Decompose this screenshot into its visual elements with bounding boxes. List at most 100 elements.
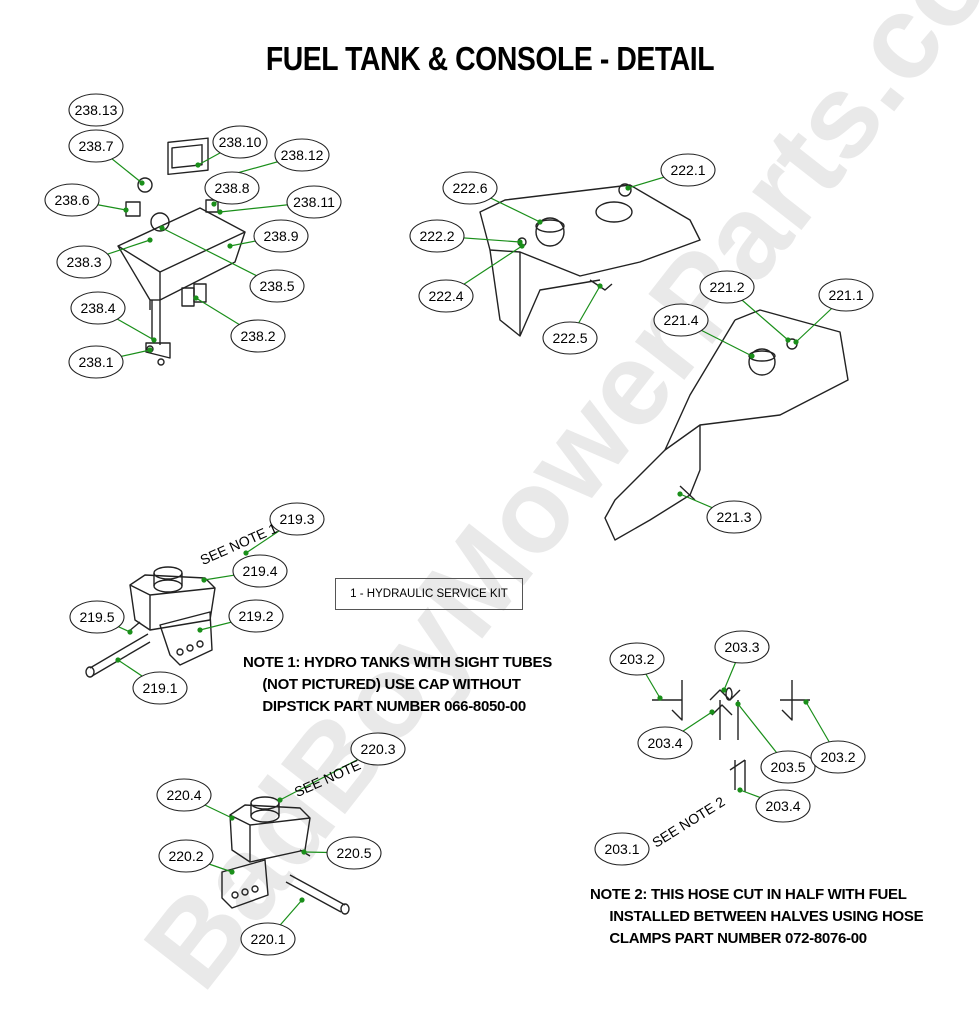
callout-238.11: 238.11 (286, 185, 342, 219)
callout-bubble (326, 836, 382, 870)
callout-220.2: 220.2 (158, 839, 214, 873)
callout-bubble (228, 599, 284, 633)
callout-label: 220.3 (360, 741, 395, 757)
callout-label: 238.7 (78, 138, 113, 154)
callout-bubble (156, 778, 212, 812)
callout-label: 222.6 (452, 180, 487, 196)
leader-arrowhead (735, 701, 741, 707)
callout-bubble (609, 642, 665, 676)
callout-238.9: 238.9 (253, 219, 309, 253)
callout-label: 203.5 (770, 759, 805, 775)
leader-arrowhead (193, 295, 199, 301)
leader-arrowhead (123, 207, 129, 213)
callout-bubble (418, 279, 474, 313)
callout-bubble (286, 185, 342, 219)
callout-label: 203.3 (724, 639, 759, 655)
callout-221.1: 221.1 (818, 278, 874, 312)
callout-label: 238.11 (293, 194, 335, 210)
leader-arrowhead (159, 225, 165, 231)
callout-bubble (755, 789, 811, 823)
callout-203.4: 203.4 (755, 789, 811, 823)
callout-219.2: 219.2 (228, 599, 284, 633)
callout-220.1: 220.1 (240, 922, 296, 956)
callout-layer: 238.13 238.7 238.10 238.12 238.6 238.8 238.11 2… (44, 93, 874, 956)
callout-203.4: 203.4 (637, 726, 693, 760)
callout-bubble (542, 321, 598, 355)
callout-label: 238.13 (75, 102, 118, 118)
hydro-tank-219 (85, 566, 216, 678)
callout-label: 222.1 (670, 162, 705, 178)
callout-label: 220.5 (336, 845, 371, 861)
leader-arrowhead (147, 237, 153, 243)
callout-238.2: 238.2 (230, 319, 286, 353)
callout-238.13: 238.13 (68, 93, 124, 127)
callout-label: 238.10 (219, 134, 262, 150)
leader-arrowhead (195, 162, 201, 168)
leader-arrowhead (115, 657, 121, 663)
callout-bubble (68, 93, 124, 127)
leader-arrowhead (151, 337, 157, 343)
leader-arrowhead (211, 201, 217, 207)
callout-238.6: 238.6 (44, 183, 100, 217)
leader-arrowhead (749, 353, 755, 359)
callout-bubble (760, 750, 816, 784)
callout-221.3: 221.3 (706, 500, 762, 534)
callout-label: 238.12 (281, 147, 324, 163)
callout-bubble (594, 832, 650, 866)
callout-bubble (212, 125, 268, 159)
callout-238.3: 238.3 (56, 245, 112, 279)
callout-bubble (653, 303, 709, 337)
callout-label: 238.4 (80, 300, 115, 316)
leader-arrowhead (803, 699, 809, 705)
callout-label: 222.4 (428, 288, 463, 304)
fuel-tank-222 (479, 183, 701, 337)
callout-label: 221.2 (709, 279, 744, 295)
callout-bubble (706, 500, 762, 534)
hydraulic-service-kit-box: 1 - HYDRAULIC SERVICE KIT (335, 578, 523, 610)
callout-bubble (70, 291, 126, 325)
note-1: NOTE 1: HYDRO TANKS WITH SIGHT TUBES (NO… (243, 654, 552, 715)
callout-bubble (68, 345, 124, 379)
callout-bubble (230, 319, 286, 353)
callout-bubble (158, 839, 214, 873)
see-note-label: SEE NOTE (292, 757, 363, 800)
callout-219.3: 219.3 (269, 502, 325, 536)
callout-203.1: 203.1 (594, 832, 650, 866)
callout-203.3: 203.3 (714, 630, 770, 664)
callout-238.10: 238.10 (212, 125, 268, 159)
callout-label: 220.1 (250, 931, 285, 947)
callout-bubble (68, 129, 124, 163)
callout-label: 222.5 (552, 330, 587, 346)
callout-219.5: 219.5 (69, 600, 125, 634)
leader-arrowhead (201, 577, 207, 583)
callout-label: 203.1 (604, 841, 639, 857)
leader-arrowhead (147, 347, 153, 353)
callout-label: 238.3 (66, 254, 101, 270)
callout-bubble (442, 171, 498, 205)
callout-label: 219.4 (242, 563, 277, 579)
callout-label: 238.2 (240, 328, 275, 344)
leader-arrowhead (197, 627, 203, 633)
callout-label: 221.4 (663, 312, 698, 328)
callout-bubble (350, 732, 406, 766)
leader-arrowhead (299, 897, 305, 903)
leader-arrowhead (537, 219, 543, 225)
callout-220.4: 220.4 (156, 778, 212, 812)
part-drawings (85, 137, 849, 915)
callout-bubble (56, 245, 112, 279)
callout-203.5: 203.5 (760, 750, 816, 784)
callout-238.5: 238.5 (249, 269, 305, 303)
leader-arrowhead (277, 797, 283, 803)
callout-219.4: 219.4 (232, 554, 288, 588)
callout-bubble (253, 219, 309, 253)
leader-arrowhead (217, 209, 223, 215)
leader-arrowhead (737, 787, 743, 793)
leader-arrowhead (625, 185, 631, 191)
leader-arrowhead (597, 283, 603, 289)
callout-222.1: 222.1 (660, 153, 716, 187)
see-note-2-label: SEE NOTE 2 (649, 793, 728, 850)
callout-label: 220.2 (168, 848, 203, 864)
page-title: FUEL TANK & CONSOLE - DETAIL (265, 40, 715, 77)
callout-label: 238.1 (78, 354, 113, 370)
callout-238.8: 238.8 (204, 171, 260, 205)
